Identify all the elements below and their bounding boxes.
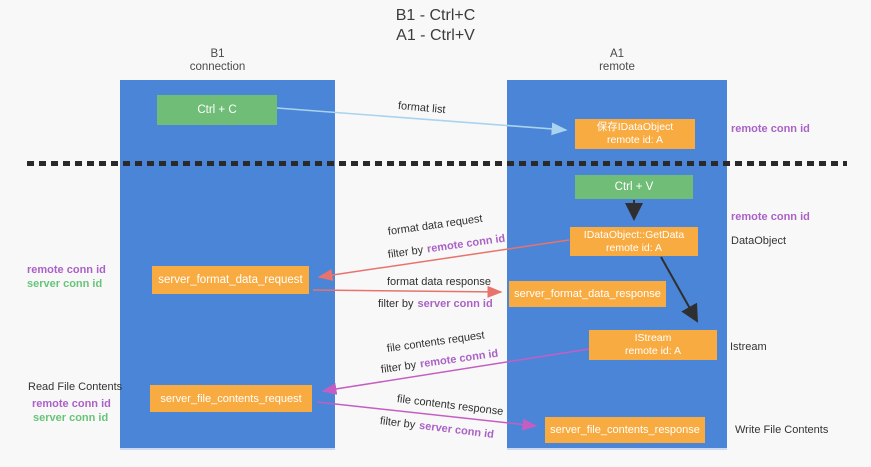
node-istream: IStream remote id: A (589, 330, 717, 360)
lifeline-header-b1: B1 connection (110, 48, 325, 74)
node-server-format-data-response: server_format_data_response (509, 281, 666, 307)
edge-label-file-contents-response: file contents response (396, 393, 504, 418)
node-server-file-contents-request-label: server_file_contents_request (160, 392, 302, 405)
lifeline-a1-name: A1 (609, 48, 625, 60)
annotation-remote-conn-id-top: remote conn id (731, 123, 810, 135)
title-line-2: A1 - Ctrl+V (396, 27, 475, 44)
annotation-remote-conn-id-left-2: remote conn id (32, 398, 111, 410)
annotation-read-file-contents: Read File Contents (28, 381, 123, 393)
node-istream-line1: IStream (634, 332, 672, 344)
node-istream-line2: remote id: A (624, 345, 682, 357)
annotation-remote-conn-id-left-1: remote conn id (27, 264, 106, 276)
node-server-format-data-response-label: server_format_data_response (514, 288, 661, 300)
node-ctrl-v-label: Ctrl + V (614, 181, 654, 193)
annotation-istream: Istream (730, 341, 767, 353)
arrow-format-data-response (312, 285, 503, 298)
remote-conn-id-key: remote conn id (426, 232, 506, 256)
node-ctrl-v: Ctrl + V (575, 175, 693, 199)
filter-by-prefix: filter by (387, 244, 424, 261)
annotation-server-conn-id-left-1: server conn id (27, 278, 103, 290)
edge-label-format-data-request: format data request (387, 212, 484, 238)
lifeline-header-a1: A1 remote (507, 48, 727, 74)
node-getdata-line2: remote id: A (605, 241, 663, 254)
phase-separator-dashed-line (27, 161, 847, 166)
server-conn-id-key: server conn id (418, 419, 495, 441)
node-server-file-contents-request: server_file_contents_request (150, 385, 312, 412)
annotation-dataobject: DataObject (731, 235, 787, 247)
node-server-format-data-request-label: server_format_data_request (158, 274, 303, 286)
node-save-idataobject: 保存IDataObject remote id: A (575, 119, 695, 149)
node-getdata-line1: IDataObject::GetData (583, 228, 685, 241)
node-server-format-data-request: server_format_data_request (152, 266, 309, 294)
server-conn-id-key: server conn id (417, 298, 493, 310)
title-line-1: B1 - Ctrl+C (395, 7, 476, 24)
diagram-title: B1 - Ctrl+C A1 - Ctrl+V (0, 6, 871, 46)
node-idataobject-getdata: IDataObject::GetData remote id: A (570, 227, 698, 256)
lifeline-b1-role: connection (189, 61, 246, 73)
lifeline-b1-name: B1 (210, 48, 225, 60)
filter-by-prefix: filter by (379, 415, 416, 432)
node-server-file-contents-response-label: server_file_contents_response (550, 424, 700, 436)
annotation-remote-conn-id-mid: remote conn id (731, 211, 810, 223)
edge-label-format-list: format list (397, 100, 447, 117)
remote-conn-id-key: remote conn id (419, 347, 499, 371)
annotation-write-file-contents: Write File Contents (735, 424, 829, 436)
node-save-idataobject-line1: 保存IDataObject (596, 121, 674, 133)
node-ctrl-c: Ctrl + C (157, 95, 277, 125)
filter-by-prefix: filter by (378, 298, 414, 310)
annotation-server-conn-id-left-2: server conn id (33, 412, 109, 424)
edge-label-format-data-response: format data response (387, 276, 491, 288)
filter-by-prefix: filter by (380, 359, 417, 376)
node-save-idataobject-line2: remote id: A (606, 134, 664, 146)
lifeline-a1-role: remote (599, 61, 635, 73)
node-ctrl-c-label: Ctrl + C (197, 104, 237, 116)
node-server-file-contents-response: server_file_contents_response (545, 417, 705, 443)
